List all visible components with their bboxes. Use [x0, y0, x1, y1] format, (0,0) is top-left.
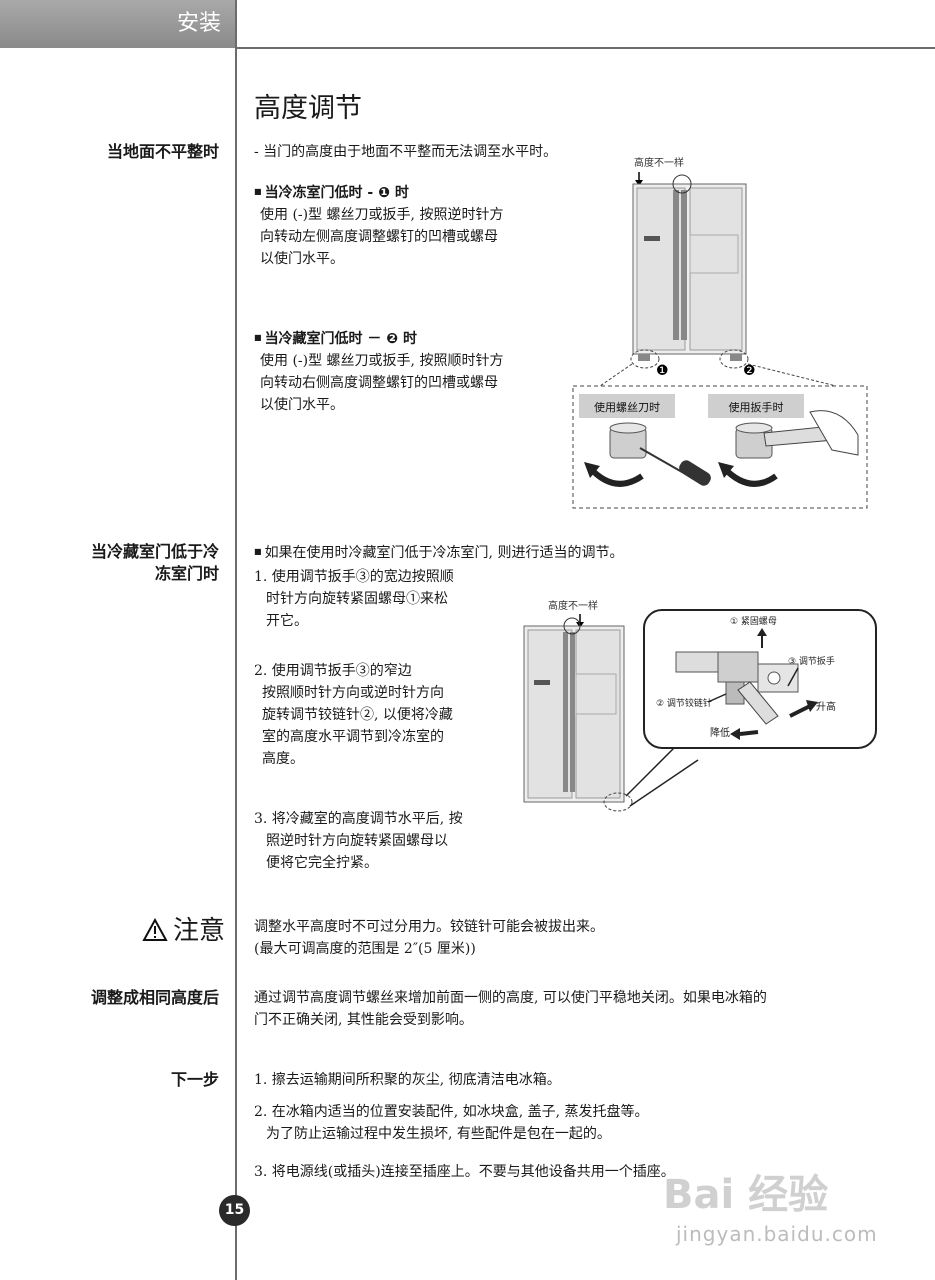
- side-label-fridge-lower-line1: 当冷藏室门低于冷: [90, 542, 219, 561]
- screwdriver-label: 使用螺丝刀时: [594, 401, 660, 414]
- next-step-item-2-line: 为了防止运输过程中发生损坏, 有些配件是包在一起的。: [266, 1126, 611, 1142]
- caution-label-group: 注意: [142, 910, 225, 947]
- page-title: 高度调节: [254, 93, 362, 124]
- fig1-height-label: 高度不一样: [634, 156, 684, 169]
- step-1-line: 开它。: [266, 613, 308, 629]
- fridge-lower-intro: 如果在使用时冷藏室门低于冷冻室门, 则进行适当的调节。: [254, 541, 624, 564]
- fridge-low-block: 当冷藏室门低时 － ❷ 时 使用 (-)型 螺丝刀或扳手, 按照顺时针方 向转动…: [254, 327, 503, 416]
- page-number: 15: [219, 1195, 250, 1226]
- marker-2: ❷: [743, 363, 756, 379]
- next-step-item-2-line: 2. 在冰箱内适当的位置安装配件, 如冰块盒, 盖子, 蒸发托盘等。: [254, 1104, 649, 1120]
- step-2-line: 旋转调节铰链针②, 以便将冷藏: [262, 707, 453, 723]
- step-3-line: 3. 将冷藏室的高度调节水平后, 按: [254, 811, 463, 827]
- detail-box: [572, 385, 868, 509]
- side-label-same-height: 调整成相同高度后: [90, 988, 219, 1007]
- next-step-item-3: 3. 将电源线(或插头)连接至插座上。不要与其他设备共用一个插座。: [254, 1164, 675, 1180]
- header-rule: [235, 47, 935, 49]
- screwdriver-tag: [579, 394, 675, 418]
- hinge-nut: [717, 651, 759, 683]
- figure-uneven-floor: 高度不一样 ❶ ❷ 使用螺丝刀时 使用扳手时: [572, 156, 868, 509]
- caution-line: (最大可调高度的范围是 2″(5 厘米)): [254, 941, 476, 957]
- raise-label: 升高: [816, 700, 836, 713]
- uneven-floor-intro: - 当门的高度由于地面不平整而无法调至水平时。: [254, 144, 558, 160]
- same-height-line: 通过调节高度调节螺丝来增加前面一侧的高度, 可以使门平稳地关闭。如果电冰箱的: [254, 990, 767, 1006]
- side-label-uneven-floor: 当地面不平整时: [106, 142, 219, 161]
- fridge-low-line: 向转动右侧高度调整螺钉的凹槽或螺母: [260, 375, 498, 391]
- hand-icon: [809, 410, 859, 456]
- freezer-low-line: 向转动左侧高度调整螺钉的凹槽或螺母: [260, 229, 498, 245]
- lower-label: 降低: [710, 726, 730, 739]
- step-2-line: 高度。: [262, 751, 304, 767]
- margin-rule: [235, 0, 237, 1280]
- figure-hinge-adjust: 高度不一样 ① 紧固螺母 ③ 调节扳手 ② 调节铰链针 升高 降低: [523, 599, 877, 812]
- watermark-url: jingyan.baidu.com: [676, 1222, 878, 1246]
- side-label-next-step: 下一步: [170, 1070, 219, 1089]
- nut-label: ① 紧固螺母: [730, 616, 777, 627]
- step-1-line: 时针方向旋转紧固螺母①来松: [266, 591, 448, 607]
- step-3-line: 照逆时针方向旋转紧固螺母以: [266, 833, 448, 849]
- wrench-label-2: ③ 调节扳手: [788, 655, 835, 667]
- marker-1: ❶: [656, 363, 669, 379]
- caution-line: 调整水平高度时不可过分用力。铰链针可能会被拔出来。: [254, 919, 604, 935]
- watermark-brand: Bai 经验: [663, 1172, 829, 1218]
- step-3: 3. 将冷藏室的高度调节水平后, 按 照逆时针方向旋转紧固螺母以 便将它完全拧紧…: [254, 808, 463, 874]
- pin-label: ② 调节铰链针: [656, 697, 712, 709]
- display-panel: [644, 236, 660, 241]
- step-2-line: 按照顺时针方向或逆时针方向: [262, 685, 444, 701]
- step-2-line: 室的高度水平调节到冷冻室的: [262, 729, 444, 745]
- same-height-text: 通过调节高度调节螺丝来增加前面一侧的高度, 可以使门平稳地关闭。如果电冰箱的 门…: [254, 987, 767, 1031]
- next-step-item-2: 2. 在冰箱内适当的位置安装配件, 如冰块盒, 盖子, 蒸发托盘等。 为了防止运…: [254, 1101, 649, 1145]
- rotate-arrow-icon: [587, 465, 644, 487]
- fridge-low-heading: 当冷藏室门低时 － ❷ 时: [254, 327, 503, 350]
- step-1-line: 1. 使用调节扳手③的宽边按照顺: [254, 569, 454, 585]
- warning-icon: [142, 917, 168, 941]
- fridge-low-line: 以使门水平。: [260, 397, 344, 413]
- side-label-fridge-lower: 当冷藏室门低于冷 冻室门时: [91, 541, 219, 585]
- freezer-low-line: 以使门水平。: [260, 251, 344, 267]
- adjust-wrench-icon: [737, 681, 779, 725]
- step-2-line: 2. 使用调节扳手③的窄边: [254, 663, 412, 679]
- fridge-low-line: 使用 (-)型 螺丝刀或扳手, 按照顺时针方: [260, 353, 504, 369]
- wrench-tag: [708, 394, 804, 418]
- next-step-item-1: 1. 擦去运输期间所积聚的灰尘, 彻底清洁电冰箱。: [254, 1072, 561, 1088]
- wrench-label: 使用扳手时: [729, 400, 784, 414]
- freezer-low-block: 当冷冻室门低时 - ❶ 时 使用 (-)型 螺丝刀或扳手, 按照逆时针方 向转动…: [254, 181, 503, 270]
- fig2-height-label: 高度不一样: [548, 599, 598, 612]
- section-title: 安装: [176, 11, 221, 36]
- step-3-line: 便将它完全拧紧。: [266, 855, 378, 871]
- caution-label: 注意: [172, 916, 225, 946]
- step-2: 2. 使用调节扳手③的窄边 按照顺时针方向或逆时针方向 旋转调节铰链针②, 以便…: [254, 660, 453, 770]
- section-header-tab: 安装: [0, 0, 235, 48]
- freezer-low-line: 使用 (-)型 螺丝刀或扳手, 按照逆时针方: [260, 207, 504, 223]
- side-label-fridge-lower-line2: 冻室门时: [154, 564, 219, 583]
- step-1: 1. 使用调节扳手③的宽边按照顺 时针方向旋转紧固螺母①来松 开它。: [254, 566, 454, 632]
- same-height-line: 门不正确关闭, 其性能会受到影响。: [254, 1012, 473, 1028]
- freezer-low-heading: 当冷冻室门低时 - ❶ 时: [254, 181, 503, 204]
- screwdriver-icon: [639, 447, 683, 473]
- caution-text: 调整水平高度时不可过分用力。铰链针可能会被拔出来。 (最大可调高度的范围是 2″…: [254, 916, 604, 960]
